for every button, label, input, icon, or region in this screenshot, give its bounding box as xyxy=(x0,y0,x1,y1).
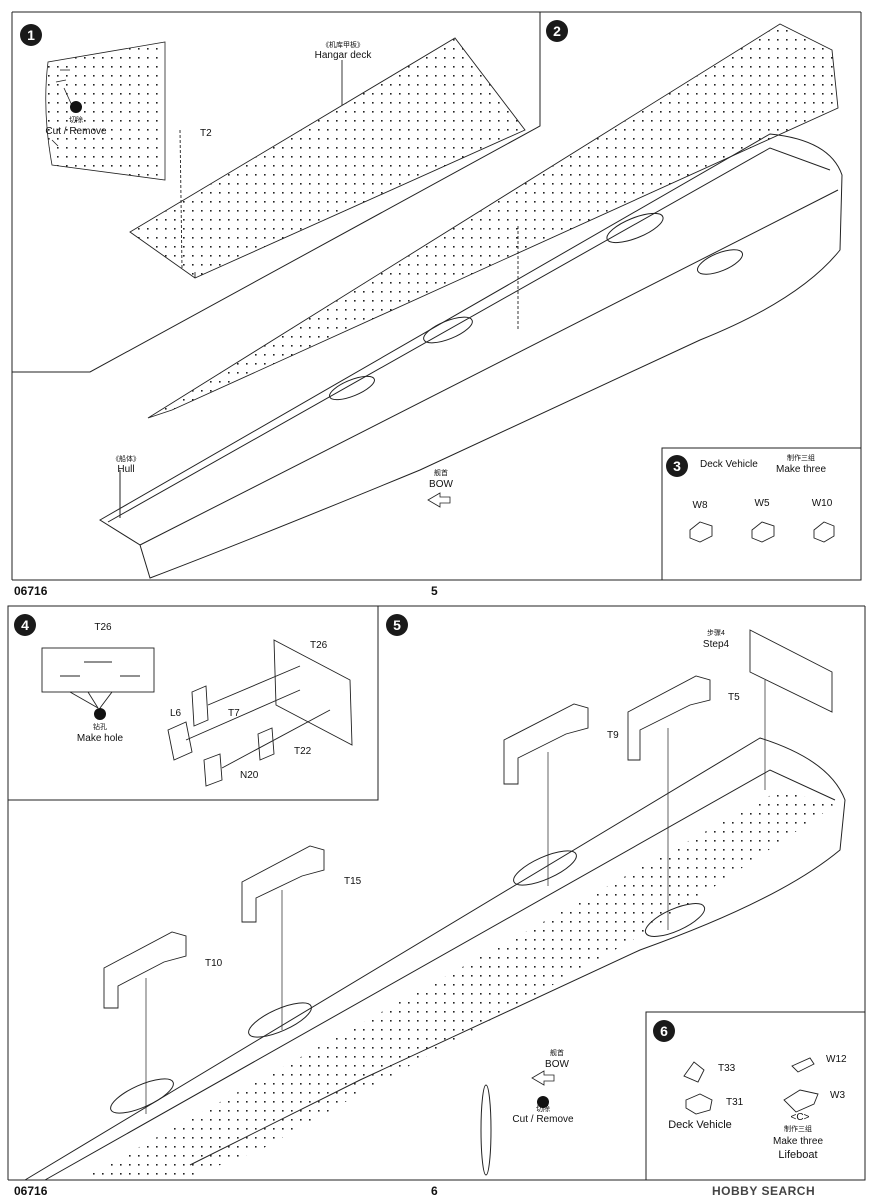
make-hole-cn: 钻孔 xyxy=(93,724,107,731)
step4-drawings xyxy=(41,639,353,787)
part-w8-label: W8 xyxy=(692,500,708,511)
part-w10-label: W10 xyxy=(811,498,833,509)
part-t33-label: T33 xyxy=(718,1063,736,1074)
make-three-s3: Make three xyxy=(775,464,827,475)
bow-arrow-p6 xyxy=(531,1070,555,1086)
part-t15-label: T15 xyxy=(344,876,362,887)
step5-hull xyxy=(24,737,846,1181)
part-t26-label-b: T26 xyxy=(310,640,328,651)
part-t9-label: T9 xyxy=(607,730,619,741)
bow-label-cn-p6: 舰首 xyxy=(550,1050,564,1057)
make-hole-label: Make hole xyxy=(76,733,124,744)
part-t26-label-a: T26 xyxy=(94,622,112,633)
step6-drawings xyxy=(683,1057,819,1115)
hangar-deck-label-cn: 《机库甲板》 xyxy=(322,42,364,49)
part-n20-label: N20 xyxy=(240,770,259,781)
step4-panel xyxy=(7,605,379,801)
bow-label-p5: BOW xyxy=(429,479,453,490)
step3-panel xyxy=(661,447,862,581)
step1-panel-border xyxy=(12,12,541,373)
make-three-cn-s6: 制作三组 xyxy=(784,1126,812,1133)
hull-part xyxy=(99,133,843,579)
drill-icon xyxy=(94,708,106,720)
cut-icon xyxy=(70,101,82,113)
cut-label-cn-p6: 切除 xyxy=(536,1106,550,1113)
bow-label-p6: BOW xyxy=(545,1059,569,1070)
part-l6-label: L6 xyxy=(170,708,182,719)
part-t22-label: T22 xyxy=(294,746,312,757)
make-three-cn-s3: 制作三组 xyxy=(787,455,815,462)
hull-label: Hull xyxy=(117,464,135,475)
part-t7-label: T7 xyxy=(228,708,240,719)
step5-parts xyxy=(103,629,833,1009)
deck-vehicle-title: Deck Vehicle xyxy=(700,459,758,470)
part-w3-label: W3 xyxy=(830,1090,845,1101)
hangar-deck-label: Hangar deck xyxy=(314,50,372,61)
step-2-badge: 2 xyxy=(546,20,568,42)
step-4-badge: 4 xyxy=(14,614,36,636)
step-5-badge: 5 xyxy=(386,614,408,636)
page-number-6: 6 xyxy=(431,1184,438,1198)
part-w12-label: W12 xyxy=(826,1054,847,1065)
bow-label-cn-p5: 舰首 xyxy=(434,470,448,477)
lifeboat-label: Lifeboat xyxy=(778,1149,818,1161)
hangar-deck-part xyxy=(129,37,526,279)
hull-label-cn: 《船体》 xyxy=(112,456,140,463)
flight-deck-part xyxy=(147,23,839,419)
c-sprue-label: <C> xyxy=(790,1112,810,1123)
page-number-5: 5 xyxy=(431,584,438,598)
step1-corner-detail xyxy=(45,41,166,181)
part-t31-label: T31 xyxy=(726,1097,744,1108)
part-t2-label: T2 xyxy=(200,128,212,139)
step-6-badge: 6 xyxy=(653,1020,675,1042)
step-3-badge: 3 xyxy=(666,455,688,477)
watermark-logo: HOBBY SEARCH xyxy=(712,1184,816,1198)
cut-label-cn: 切除 xyxy=(69,117,83,124)
bow-arrow-p5 xyxy=(427,492,451,508)
deck-vehicle-drawings xyxy=(689,521,835,543)
step4-ref-cn: 步骤4 xyxy=(707,630,725,637)
step-1-badge: 1 xyxy=(20,24,42,46)
cut-label-p6: Cut / Remove xyxy=(512,1114,574,1125)
product-code-p5: 06716 xyxy=(14,584,48,598)
cut-icon-p6 xyxy=(537,1096,549,1108)
deck-vehicle-label-s6: Deck Vehicle xyxy=(668,1119,732,1131)
step6-panel xyxy=(645,1011,866,1181)
part-t10-label: T10 xyxy=(205,958,223,969)
part-t5-label: T5 xyxy=(728,692,740,703)
product-code-p6: 06716 xyxy=(14,1184,48,1198)
part-w5-label: W5 xyxy=(754,498,770,509)
step4-ref-label: Step4 xyxy=(702,639,730,650)
make-three-s6: Make three xyxy=(772,1136,824,1147)
cut-label: Cut / Remove xyxy=(45,126,107,137)
step5-guide-lines xyxy=(145,680,766,1114)
